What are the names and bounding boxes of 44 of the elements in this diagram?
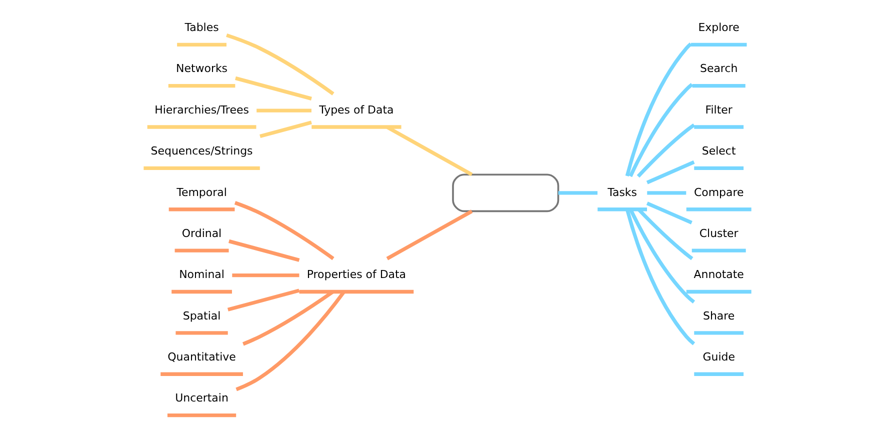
connector	[625, 42, 692, 176]
connector	[386, 210, 473, 260]
connector	[232, 273, 300, 278]
connector	[647, 191, 686, 195]
node-text: Tasks	[608, 186, 637, 199]
connector	[228, 239, 300, 262]
node-text: Types of Data	[319, 103, 394, 116]
connector	[629, 208, 696, 304]
node-text: Uncertain	[175, 392, 228, 405]
node-text: Ordinal	[182, 226, 222, 240]
connector	[386, 126, 473, 176]
node-text: Tables	[184, 21, 219, 34]
node-text: Properties of Data	[306, 268, 406, 282]
connector	[227, 288, 300, 312]
connector	[625, 209, 696, 346]
node-text: Select	[702, 144, 736, 158]
connector	[256, 108, 312, 112]
connector	[226, 33, 334, 96]
connector	[235, 76, 312, 100]
node-text: Annotate	[694, 268, 744, 282]
node-text: Hierarchies/Trees	[154, 103, 249, 116]
connector	[646, 202, 692, 224]
node-text: Spatial	[182, 309, 221, 322]
node-text: Guide	[702, 350, 735, 364]
node-text: Search	[700, 62, 738, 76]
node-text: Filter	[705, 103, 732, 116]
node-text: Nominal	[179, 268, 224, 282]
node-text: Explore	[698, 21, 740, 34]
connector	[638, 208, 694, 260]
connector	[636, 123, 696, 178]
node-text: Sequences/Strings	[150, 144, 253, 158]
connector	[628, 83, 694, 178]
node-text: Temporal	[176, 186, 227, 199]
node-text: Quantitative	[168, 350, 236, 364]
node-text: Networks	[176, 62, 228, 76]
node-box	[452, 174, 560, 212]
connector	[260, 120, 312, 138]
connector	[236, 291, 346, 392]
node-text: Share	[703, 309, 735, 322]
connector	[234, 201, 334, 260]
connector	[646, 160, 695, 184]
connector	[558, 191, 598, 195]
node-text: Compare	[694, 186, 744, 199]
node-text: Cluster	[699, 226, 738, 240]
